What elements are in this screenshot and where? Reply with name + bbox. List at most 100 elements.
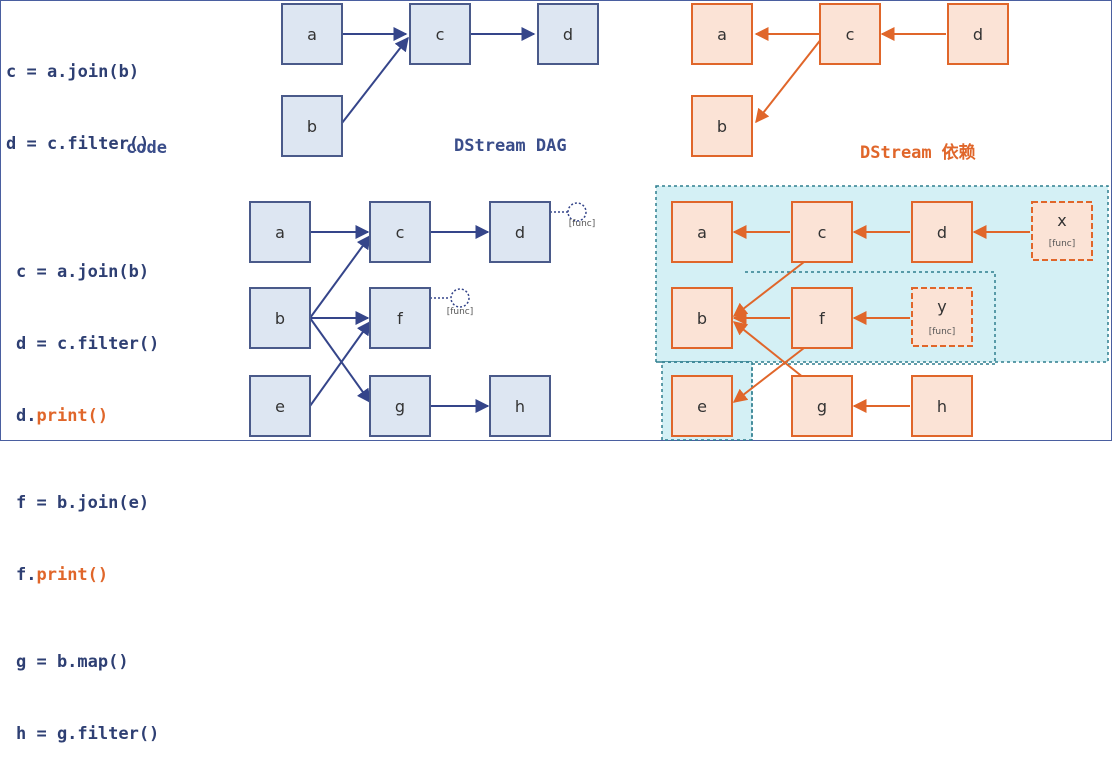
node-f: f bbox=[791, 287, 853, 349]
code-line: h = g.filter() bbox=[16, 724, 160, 744]
node-box bbox=[489, 375, 551, 437]
node-b: b bbox=[671, 287, 733, 349]
code-line: d = c.filter() bbox=[16, 334, 160, 354]
node-h: h bbox=[911, 375, 973, 437]
node-box bbox=[249, 201, 311, 263]
node-box bbox=[671, 287, 733, 349]
code-line: g = b.map() bbox=[16, 652, 129, 672]
node-box bbox=[281, 95, 343, 157]
node-c: c bbox=[369, 201, 431, 263]
node-d: d bbox=[537, 3, 599, 65]
node-label: e bbox=[697, 397, 707, 416]
node-box bbox=[409, 3, 471, 65]
node-label: b bbox=[697, 309, 707, 328]
node-label: c bbox=[846, 25, 855, 44]
bottom-dag-nodes: a c d b f e g h [func] [func] bbox=[249, 201, 596, 437]
code-line-print: f.print() bbox=[16, 565, 109, 585]
top-dag-nodes: a c d b bbox=[281, 3, 599, 157]
node-d: d bbox=[911, 201, 973, 263]
node-a: a bbox=[281, 3, 343, 65]
node-box bbox=[369, 287, 431, 349]
edge-b-g bbox=[309, 317, 371, 404]
node-label: a bbox=[275, 223, 285, 242]
node-label: g bbox=[817, 397, 827, 416]
dep-f-e bbox=[732, 347, 805, 403]
node-box bbox=[691, 95, 753, 157]
node-box bbox=[911, 201, 973, 263]
node-box bbox=[537, 3, 599, 65]
bottom-dep-edges bbox=[732, 225, 1030, 413]
node-box bbox=[791, 287, 853, 349]
node-d: d bbox=[489, 201, 551, 263]
func-circle-d bbox=[567, 202, 587, 222]
node-label: h bbox=[937, 397, 947, 416]
node-label: a bbox=[697, 223, 707, 242]
node-box bbox=[819, 3, 881, 65]
node-label: x bbox=[1057, 211, 1066, 230]
edge-b-c bbox=[309, 234, 371, 319]
node-label: c bbox=[396, 223, 405, 242]
node-box bbox=[671, 375, 733, 437]
node-box bbox=[369, 201, 431, 263]
node-e: e bbox=[671, 375, 733, 437]
dstream-diagram: a c d b a c d b a c d b f e g h [func] [… bbox=[249, 3, 1109, 441]
code-line: c = a.join(b) bbox=[6, 62, 140, 82]
node-label: e bbox=[275, 397, 285, 416]
node-y: y [func] bbox=[911, 287, 973, 347]
node-box bbox=[791, 201, 853, 263]
node-box bbox=[691, 3, 753, 65]
node-label: h bbox=[515, 397, 525, 416]
node-c: c bbox=[409, 3, 471, 65]
node-d: d bbox=[947, 3, 1009, 65]
node-label: f bbox=[397, 309, 403, 328]
output-group-f-border bbox=[745, 271, 996, 440]
node-label: d bbox=[515, 223, 525, 242]
code-line: f = b.join(e) bbox=[16, 493, 150, 513]
edge-e-f bbox=[309, 320, 371, 407]
dep-g-b bbox=[732, 321, 805, 379]
node-box bbox=[249, 287, 311, 349]
top-code-block: c = a.join(b) d = c.filter() bbox=[6, 12, 149, 180]
node-b: b bbox=[249, 287, 311, 349]
dag-caption: DStream DAG bbox=[454, 136, 567, 156]
node-box bbox=[1031, 201, 1093, 261]
node-b: b bbox=[691, 95, 753, 157]
node-box bbox=[791, 375, 853, 437]
edge-b-c bbox=[341, 36, 409, 124]
code-line: c = a.join(b) bbox=[16, 262, 150, 282]
node-box bbox=[947, 3, 1009, 65]
dep-c-b bbox=[732, 261, 805, 317]
func-label-d: [func] bbox=[569, 219, 596, 229]
top-dep-nodes: a c d b bbox=[691, 3, 1009, 157]
node-c: c bbox=[819, 3, 881, 65]
node-label: y bbox=[937, 297, 946, 316]
node-label: b bbox=[717, 117, 727, 136]
top-dep-edges bbox=[754, 27, 946, 124]
node-label: c bbox=[436, 25, 445, 44]
node-label: b bbox=[307, 117, 317, 136]
func-circle-f bbox=[450, 288, 470, 308]
node-a: a bbox=[249, 201, 311, 263]
node-label: d bbox=[937, 223, 947, 242]
node-label: a bbox=[307, 25, 317, 44]
node-f: f bbox=[369, 287, 431, 349]
func-label-y: [func] bbox=[929, 327, 956, 337]
node-box bbox=[911, 287, 973, 347]
node-box bbox=[671, 201, 733, 263]
node-x: x [func] bbox=[1031, 201, 1093, 261]
node-box bbox=[369, 375, 431, 437]
bottom-dep-nodes: a c d x[func] b f y[func] e g h bbox=[671, 201, 1093, 437]
node-label: b bbox=[275, 309, 285, 328]
node-g: g bbox=[369, 375, 431, 437]
code-caption: code bbox=[126, 138, 167, 158]
func-label-x: [func] bbox=[1049, 239, 1076, 249]
code-line: d = c.filter() bbox=[6, 134, 150, 154]
node-a: a bbox=[691, 3, 753, 65]
node-box bbox=[249, 375, 311, 437]
code-line-print: d.print() bbox=[16, 406, 109, 426]
bottom-dag-edges bbox=[309, 202, 587, 413]
node-label: d bbox=[973, 25, 983, 44]
func-label-f: [func] bbox=[447, 307, 474, 317]
node-a: a bbox=[671, 201, 733, 263]
